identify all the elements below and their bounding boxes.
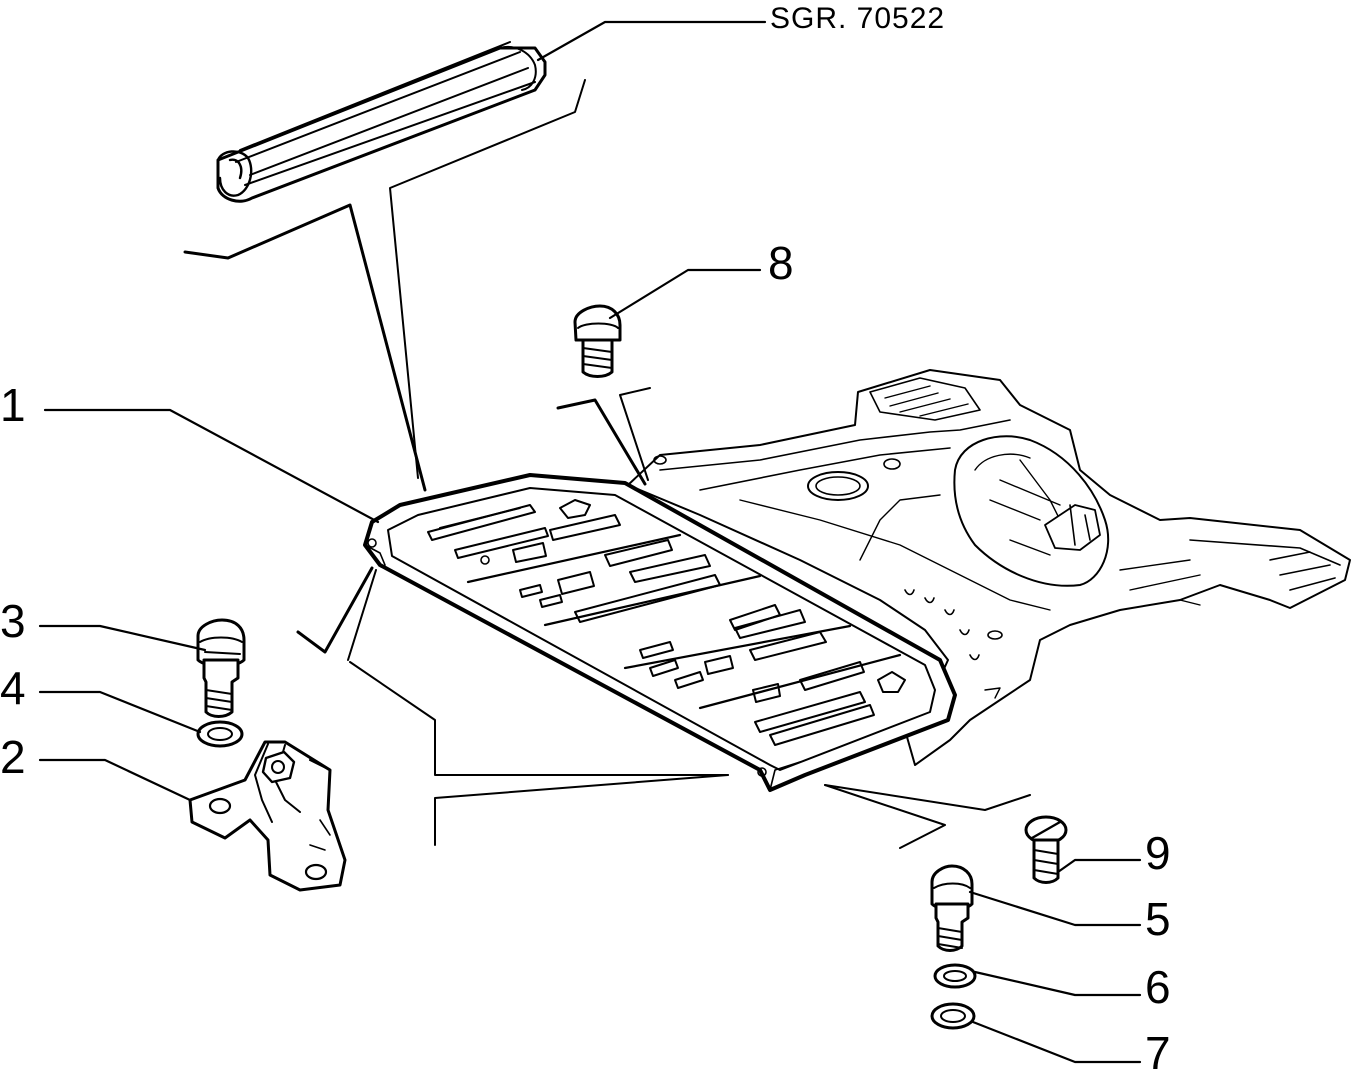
leader-2: [38, 758, 192, 802]
leader-lines: [38, 20, 1142, 1064]
callout-6: 6: [1145, 961, 1171, 1013]
leader-7: [971, 1020, 1142, 1064]
leader-1: [43, 408, 380, 524]
callout-4: 4: [0, 662, 26, 714]
leader-6: [973, 970, 1142, 997]
washer-6: [933, 963, 977, 989]
callout-5: 5: [1145, 893, 1171, 945]
body-floor-structure: [627, 369, 1351, 766]
seal-strip: [216, 41, 547, 203]
callout-3: 3: [0, 595, 26, 647]
bolt-3: [196, 618, 246, 718]
callout-9: 9: [1145, 827, 1171, 879]
leader-3: [38, 624, 207, 652]
washer-7: [930, 1002, 976, 1030]
screw-9: [1024, 815, 1068, 884]
bolt-8: [573, 304, 622, 378]
leader-5: [968, 890, 1142, 927]
leader-9: [1056, 858, 1142, 874]
leader-ref: [536, 20, 767, 62]
callout-8: 8: [768, 237, 794, 289]
leader-4: [38, 690, 202, 734]
callout-7: 7: [1145, 1027, 1171, 1079]
washer-4: [196, 720, 244, 748]
bracket-2: [188, 740, 347, 892]
leader-8: [608, 268, 762, 320]
callout-2: 2: [0, 731, 26, 783]
part-reference-label: SGR. 70522: [770, 2, 946, 35]
callout-1: 1: [0, 379, 26, 431]
bolt-5: [930, 864, 974, 952]
floor-panel: [363, 473, 957, 792]
assembly-lines: [183, 79, 1031, 849]
